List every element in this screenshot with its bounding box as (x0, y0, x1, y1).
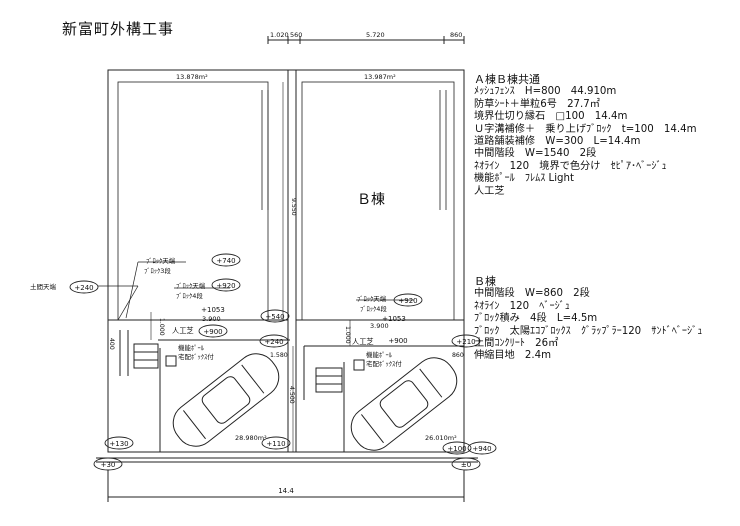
notes-common-line: 道路舗装補修 W=300 L=14.4m (474, 136, 641, 148)
page-title: 新富町外構工事 (62, 20, 175, 38)
area-b-bottom: 26.010m² (425, 434, 457, 442)
level-210: +210 (456, 338, 475, 346)
notes-common-line: 中間階段 W=1540 2段 (474, 148, 597, 160)
notes-common-line: 防草ｼｰﾄ＋単粒6号 27.7㎡ (474, 98, 600, 110)
level-900-a: +900 (203, 328, 222, 336)
level-540: +540 (265, 313, 284, 321)
area-b-top: 13.987m² (364, 73, 396, 81)
level-740: +740 (216, 257, 235, 265)
label-dim-b: 3.900 (370, 322, 389, 330)
top-dim-4: 860 (450, 31, 462, 39)
label-block4-a: ﾌﾞﾛｯｸ4段 (176, 291, 203, 300)
notes-common-line: 人工芝 (474, 185, 505, 197)
top-dim-3: 5.720 (366, 31, 385, 39)
label-block-tenba-b: ﾌﾞﾛｯｸ天端 (357, 294, 387, 303)
top-dim-1: 1.020 (270, 31, 289, 39)
level-920-a: +920 (216, 282, 235, 290)
vdim-4: 1.000 (344, 326, 351, 344)
label-kinou-pole-b: 機能ﾎﾟｰﾙ (366, 350, 393, 359)
notes-common-line: 境界仕切り縁石 □100 14.4m (474, 111, 628, 123)
level-130: +130 (109, 440, 128, 448)
notes-common-line: 機能ﾎﾟｰﾙ ﾌﾚﾑｽ Light (474, 173, 574, 185)
level-240-mid: +240 (264, 338, 283, 346)
label-block3: ﾌﾞﾛｯｸ3段 (144, 266, 171, 275)
level-0: ±0 (461, 461, 471, 469)
hdim-1: 1.580 (270, 352, 288, 359)
vdim-3: 4.500 (288, 386, 295, 404)
level-240-left: +240 (74, 284, 93, 292)
notes-b-line: 伸縮目地 2.4m (474, 350, 552, 362)
label-jinkoshiba-a: 人工芝 (172, 326, 194, 335)
notes-b-line: ﾌﾞﾛｯｸ積み 4段 L=4.5m (474, 313, 598, 325)
label-takuhai-b: 宅配ﾎﾞｯｸｽ付 (366, 359, 402, 368)
level-100: +100 (447, 445, 466, 453)
level-940: +940 (472, 445, 491, 453)
notes-common-line: ﾒｯｼｭﾌｪﾝｽ H=800 44.910m (474, 86, 617, 98)
area-a-bottom: 28.980m² (235, 434, 267, 442)
label-jinkoshiba-b: 人工芝 (352, 337, 374, 346)
notes-b-line: ﾈｵﾗｲﾝ 120 ﾍﾞｰｼﾞｭ (474, 300, 570, 312)
label-block-tenba-a2: ﾌﾞﾛｯｸ天端 (176, 281, 206, 290)
site-boundary (107, 69, 465, 453)
building-b-label: Ｂ棟 (357, 192, 385, 208)
mailbox-icon-b (353, 359, 365, 371)
label-takuhai-a: 宅配ﾎﾞｯｸｽ付 (178, 352, 214, 361)
level-110: +110 (266, 440, 285, 448)
notes-b-line: 中間階段 W=860 2段 (474, 288, 590, 300)
level-30: +30 (101, 461, 116, 469)
area-a-top: 13.878m² (176, 73, 208, 81)
notes-common-line: Ａ棟Ｂ棟共通 (474, 73, 540, 86)
level-920-b: +920 (398, 297, 417, 305)
notes-b-line: ﾌﾞﾛｯｸ 太陽ｴｺﾌﾞﾛｯｸｽ ｸﾞﾗｯﾌﾟﾗｰ120 ｻﾝﾄﾞﾍﾞｰｼﾞｭ (474, 325, 703, 337)
level-1053-b: +1053 (382, 315, 406, 323)
bottom-dim: 14.4 (278, 487, 294, 495)
notes-b-line: 土間ｺﾝｸﾘｰﾄ 26㎡ (474, 338, 559, 350)
label-dim-a: 3.900 (202, 315, 221, 323)
vdim-1: 9.550 (290, 198, 297, 216)
mailbox-icon-a (165, 355, 177, 367)
notes-common-line: Ｕ字溝補修＋ 乗り上げﾌﾞﾛｯｸ t=100 14.4m (474, 123, 697, 135)
notes-common: Ａ棟Ｂ棟共通 ﾒｯｼｭﾌｪﾝｽ H=800 44.910m 防草ｼｰﾄ＋単粒6号… (474, 73, 697, 198)
car-icon-a (172, 353, 280, 447)
level-900-b: +900 (388, 337, 407, 345)
level-1053-a: +1053 (201, 306, 225, 314)
car-icon-b (350, 357, 458, 451)
top-dim-2: 560 (290, 31, 302, 39)
label-block4-b: ﾌﾞﾛｯｸ4段 (360, 304, 387, 313)
label-kinou-pole-a: 機能ﾎﾟｰﾙ (178, 343, 205, 352)
notes-b-line: Ｂ棟 (474, 275, 496, 288)
notes-building-b: Ｂ棟 中間階段 W=860 2段 ﾈｵﾗｲﾝ 120 ﾍﾞｰｼﾞｭ ﾌﾞﾛｯｸ積… (474, 275, 703, 363)
label-block-tenba-a: ﾌﾞﾛｯｸ天端 (146, 256, 176, 265)
notes-common-line: ﾈｵﾗｲﾝ 120 境界で色分け ｾﾋﾟｱ･ﾍﾞｰｼﾞｭ (474, 160, 667, 172)
vdim-2: 1.000 (158, 318, 165, 336)
vdim-5: 400 (108, 338, 115, 350)
hdim-2: 860 (452, 352, 464, 359)
label-doma-tenba: 土間天端 (30, 282, 57, 291)
